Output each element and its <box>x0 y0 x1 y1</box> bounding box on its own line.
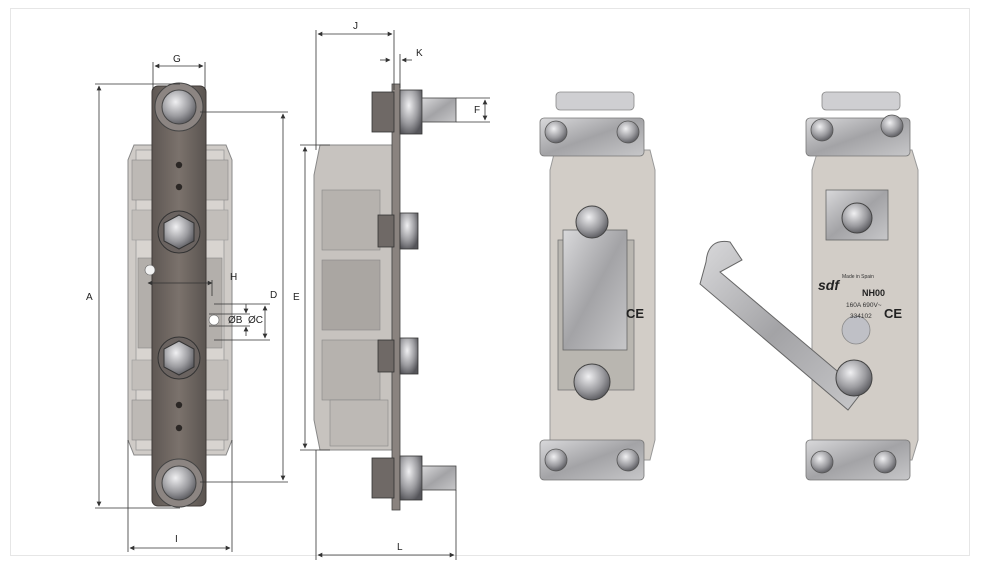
side-view-dimensions <box>300 30 490 560</box>
side-view <box>313 83 457 511</box>
rating-label: 160A 690V~ <box>846 302 882 309</box>
origin-label: Made in Spain <box>842 274 874 280</box>
ce-mark-closed: CE <box>626 306 644 321</box>
dim-label-g: G <box>173 54 181 65</box>
code-label: 334102 <box>850 313 872 320</box>
dim-label-i: I <box>175 534 178 545</box>
dim-label-a: A <box>86 292 93 303</box>
dim-label-b: ØB <box>228 315 243 326</box>
dim-label-c: ØC <box>248 315 263 326</box>
front-view <box>127 82 233 508</box>
figure-frame <box>10 8 970 556</box>
brand-logo: sdf <box>818 277 840 293</box>
dim-label-e: E <box>293 292 300 303</box>
dim-label-j: J <box>353 21 358 32</box>
dim-label-k: K <box>416 48 423 59</box>
ce-mark-open: CE <box>884 306 902 321</box>
dim-label-h: H <box>230 272 237 283</box>
dim-label-d: D <box>270 290 277 301</box>
dim-label-f: F <box>474 105 480 116</box>
fuse-base-photo-open: sdf NH00 Made in Spain 160A 690V~ 334102… <box>699 91 919 481</box>
model-label: NH00 <box>862 288 885 298</box>
dim-label-l: L <box>397 542 403 553</box>
front-view-dimensions <box>95 62 288 552</box>
fuse-base-photo-closed: CE <box>539 91 656 481</box>
